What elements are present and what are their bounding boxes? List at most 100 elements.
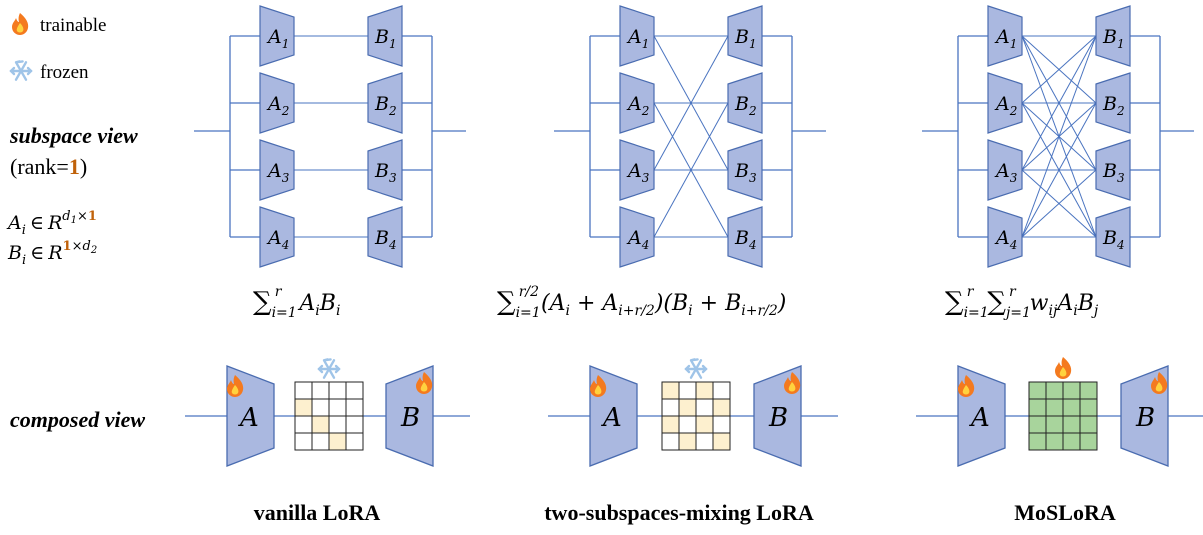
a-module [259,5,295,67]
b-dimension-text: Bi∈R1×d2 [7,239,97,268]
b-module-label: B3 [1102,160,1125,185]
b-module-label: B1 [1102,26,1125,51]
a-dimension-text: Ai∈Rd1×1 [6,209,97,238]
mixer-cell [1028,398,1047,417]
a-module-label: A2 [266,93,289,118]
mixer-cell [678,432,697,451]
method-name-mixing: two-subspaces-mixing LoRA [544,500,814,525]
mixer-cell [1028,415,1047,434]
subspace-connection [1021,35,1097,104]
a-module [259,72,295,134]
b-module-label: B1 [374,26,397,51]
mixer-cell [311,398,330,417]
snowflake-icon [317,358,341,379]
mixer-cell [294,432,313,451]
a-module-label: A2 [626,93,649,118]
b-module-label: B4 [1102,227,1125,252]
b-module-label: B2 [1102,93,1125,118]
mixer-cell [328,432,347,451]
mixer-cell [1028,381,1047,400]
mixer-cell [695,432,714,451]
mixer-cell [1045,432,1064,451]
mixer-cell [712,432,731,451]
composed-b-label: B [400,403,420,433]
fire-icon [1055,357,1072,379]
a-module-label: A4 [994,227,1017,252]
composed-a-label: A [601,403,622,433]
fire-icon [12,13,29,35]
rank-label: (rank=1) [10,154,87,179]
b-module [367,72,403,134]
method-name-vanilla: vanilla LoRA [254,500,381,525]
mixer-cell [311,381,330,400]
composed-a-label: A [238,403,259,433]
legend-trainable-label: trainable [40,15,106,36]
mixer-cell [1045,398,1064,417]
a-module-label: A4 [626,227,649,252]
b-module [367,206,403,268]
subspace-connection [1021,35,1097,238]
b-module-label: B3 [374,160,397,185]
a-module-label: A1 [626,26,649,51]
mixer-cell [1079,381,1098,400]
mixer-cell [661,398,680,417]
mixer-cell [678,415,697,434]
a-module-label: A3 [266,160,290,185]
mixer-cell [661,415,680,434]
b-module [1095,206,1131,268]
mixer-cell [328,398,347,417]
a-module [619,206,655,268]
a-module [987,72,1023,134]
b-module-label: B4 [734,227,757,252]
subspace-connection [1021,102,1097,238]
snowflake-icon [684,358,708,379]
composed-b-label: B [768,403,788,433]
subspace-view-label: subspace view [9,123,138,148]
mixer-cell [695,398,714,417]
a-module [619,139,655,201]
a-module-label: A3 [626,160,650,185]
mixer-cell [294,381,313,400]
mixer-cell [345,432,364,451]
mixer-cell [345,398,364,417]
a-module-label: A1 [266,26,289,51]
mixer-cell [1045,381,1064,400]
composed-b-label: B [1135,403,1155,433]
mixer-cell [294,415,313,434]
method-name-moslora: MoSLoRA [1014,500,1116,525]
mixer-cell [712,398,731,417]
b-module-label: B2 [734,93,757,118]
b-module [1095,5,1131,67]
mixer-cell [712,381,731,400]
mixer-cell [1079,415,1098,434]
subspace-connection [1021,169,1097,238]
a-module [987,5,1023,67]
a-module [259,139,295,201]
subspace-connection [1021,35,1097,171]
composed-a-label: A [969,403,990,433]
a-module-label: A1 [994,26,1017,51]
mixer-cell [1028,432,1047,451]
b-module [727,139,763,201]
mixer-cell [294,398,313,417]
b-module [727,5,763,67]
snowflake-icon [9,60,33,81]
mixer-cell [345,415,364,434]
mixer-cell [1062,381,1081,400]
b-module-label: B1 [734,26,757,51]
mixer-cell [695,381,714,400]
mixer-cell [328,381,347,400]
mixer-cell [1062,398,1081,417]
composed-view-label: composed view [10,407,145,432]
mixer-cell [311,432,330,451]
mixer-cell [661,432,680,451]
legend-frozen-label: frozen [40,62,89,83]
